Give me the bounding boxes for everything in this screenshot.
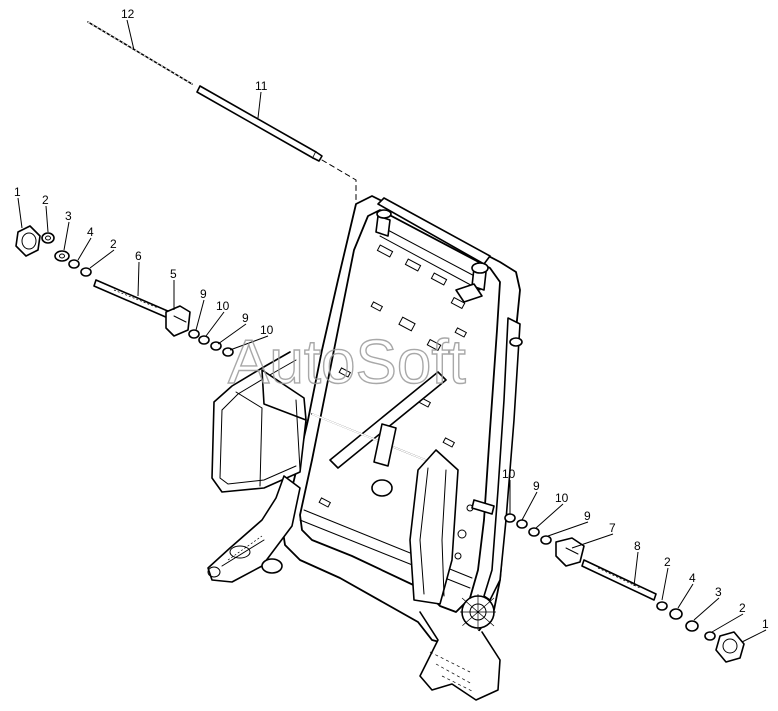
- callout-right-9a: 9: [533, 479, 540, 493]
- seat-back-frame: [207, 195, 523, 701]
- callout-right-2a: 2: [664, 555, 671, 569]
- left-adjuster-assembly: [15, 225, 234, 357]
- assembly-dashed-line: [321, 159, 357, 201]
- callout-right-9b: 9: [584, 509, 591, 523]
- callout-right-1: 1: [762, 617, 769, 631]
- callout-right-8: 8: [634, 539, 641, 553]
- callout-left-6: 6: [135, 249, 142, 263]
- callout-left-10b: 10: [260, 323, 274, 337]
- callout-right-7: 7: [609, 521, 616, 535]
- part-11-rod: [196, 85, 323, 162]
- watermark-text: AutoSoft: [228, 328, 466, 397]
- callout-right-10b: 10: [555, 491, 569, 505]
- callout-left-10a: 10: [216, 299, 230, 313]
- callout-12: 12: [121, 7, 135, 21]
- callout-left-4: 4: [87, 225, 94, 239]
- right-adjuster-assembly: [471, 499, 745, 663]
- callout-11: 11: [255, 79, 268, 93]
- callout-left-9a: 9: [200, 287, 207, 301]
- callout-right-2b: 2: [739, 601, 746, 615]
- callout-left-1: 1: [14, 185, 21, 199]
- callout-right-4: 4: [689, 571, 696, 585]
- callout-right-3: 3: [715, 585, 722, 599]
- leader-lines: [17, 19, 767, 643]
- callout-left-2b: 2: [110, 237, 117, 251]
- callout-left-9b: 9: [242, 311, 249, 325]
- callout-left-2a: 2: [42, 193, 49, 207]
- callout-left-3: 3: [65, 209, 72, 223]
- part-12-threaded-rod: [87, 21, 193, 85]
- callout-labels: 12 11 1 2 3 4 2 6 5 9 10 9 10 10 9 10 9 …: [14, 7, 769, 631]
- callout-left-5: 5: [170, 267, 177, 281]
- callout-right-10a: 10: [502, 467, 516, 481]
